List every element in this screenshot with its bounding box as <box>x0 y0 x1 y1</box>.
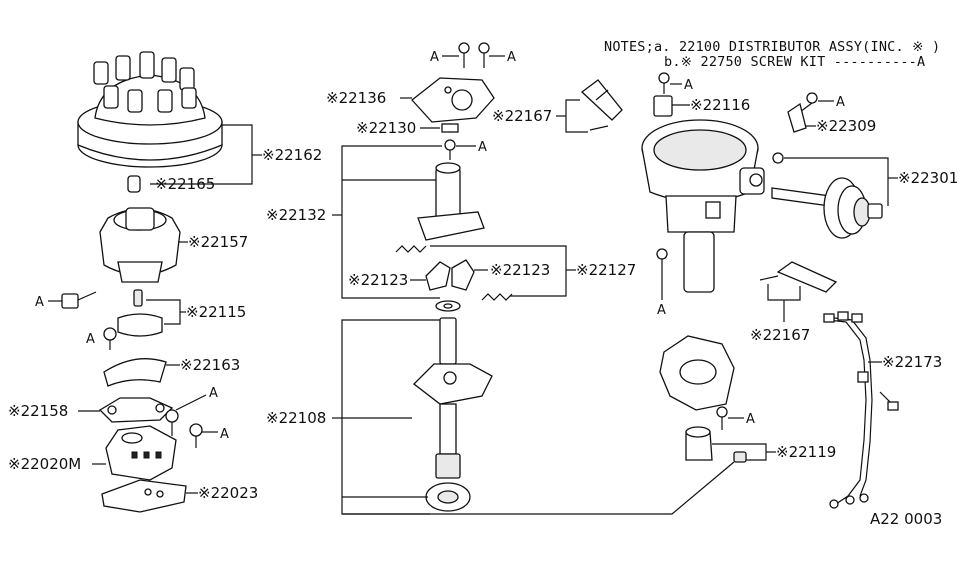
plate <box>98 397 174 423</box>
clamp <box>103 358 167 387</box>
vacuum-controller <box>771 152 883 239</box>
cam-screw <box>444 139 456 160</box>
ref-22136: ※22136 <box>326 89 386 107</box>
rotor <box>99 207 181 283</box>
ref-22020M: ※22020M <box>8 455 81 473</box>
tag-a5: A <box>430 50 439 65</box>
rotor-screw <box>61 291 97 309</box>
governor-weight-left <box>425 261 451 291</box>
ref-22132: ※22132 <box>266 206 326 224</box>
ref-22115: ※22115 <box>186 303 246 321</box>
ref-22123-left: ※22123 <box>348 271 408 289</box>
tag-a9: A <box>657 303 666 318</box>
clip-bottom <box>759 261 838 293</box>
plate-screw-2 <box>189 423 203 448</box>
gasket <box>659 335 735 411</box>
top-screw-1 <box>458 42 470 68</box>
shaft-ring <box>435 300 461 312</box>
ref-22158: ※22158 <box>8 402 68 420</box>
washer <box>441 123 459 133</box>
collar-screw <box>103 327 117 350</box>
ref-22123-right: ※22123 <box>490 261 550 279</box>
plate-screw-1 <box>165 409 179 436</box>
top-screw-2 <box>478 42 490 68</box>
tag-a4: A <box>220 427 229 442</box>
tag-a7: A <box>478 140 487 155</box>
diagram-code: A22 0003 <box>870 510 942 528</box>
screw-bracket-screw <box>799 92 818 113</box>
distributor-cap <box>77 51 223 168</box>
pin <box>133 289 143 307</box>
tag-a8: A <box>684 78 693 93</box>
cap-button <box>127 175 141 193</box>
ref-22162: ※22162 <box>262 146 322 164</box>
tag-a2: A <box>86 332 95 347</box>
ref-22167-bottom: ※22167 <box>750 326 810 344</box>
collar <box>117 313 163 337</box>
ref-22167-top: ※22167 <box>492 107 552 125</box>
ignition-module <box>105 425 177 481</box>
ref-22165: ※22165 <box>155 175 215 193</box>
distributor-housing <box>641 119 765 293</box>
terminal <box>653 95 673 117</box>
cam-assembly <box>417 162 485 241</box>
governor-spring-top <box>395 245 427 253</box>
screw-bracket <box>787 102 807 133</box>
bushing <box>685 426 747 463</box>
notes-line-1: NOTES;a. 22100 DISTRIBUTOR ASSY(INC. ※ ) <box>604 39 940 55</box>
wire-harness <box>823 311 899 509</box>
tag-a6: A <box>507 50 516 65</box>
governor-weight-right <box>451 259 475 291</box>
ref-22116: ※22116 <box>690 96 750 114</box>
terminal-screw <box>658 72 670 94</box>
ref-22119: ※22119 <box>776 443 836 461</box>
base-plate <box>101 479 187 513</box>
housing-screw <box>656 248 668 300</box>
breaker-plate <box>411 77 495 123</box>
ref-22157: ※22157 <box>188 233 248 251</box>
tag-a1: A <box>35 295 44 310</box>
notes-line-2: b.※ 22750 SCREW KIT ----------A <box>664 54 925 70</box>
main-shaft <box>413 317 493 512</box>
ref-22130: ※22130 <box>356 119 416 137</box>
clip-top <box>580 79 623 131</box>
ref-22309: ※22309 <box>816 117 876 135</box>
ref-22023: ※22023 <box>198 484 258 502</box>
ref-22163: ※22163 <box>180 356 240 374</box>
ref-22108: ※22108 <box>266 409 326 427</box>
ref-22301: ※22301 <box>898 169 958 187</box>
ref-22173: ※22173 <box>882 353 942 371</box>
tag-a3: A <box>209 386 218 401</box>
governor-spring-bottom <box>481 293 513 301</box>
ref-22127: ※22127 <box>576 261 636 279</box>
tag-a10: A <box>836 95 845 110</box>
tag-a11: A <box>746 412 755 427</box>
bushing-screw <box>716 406 728 430</box>
